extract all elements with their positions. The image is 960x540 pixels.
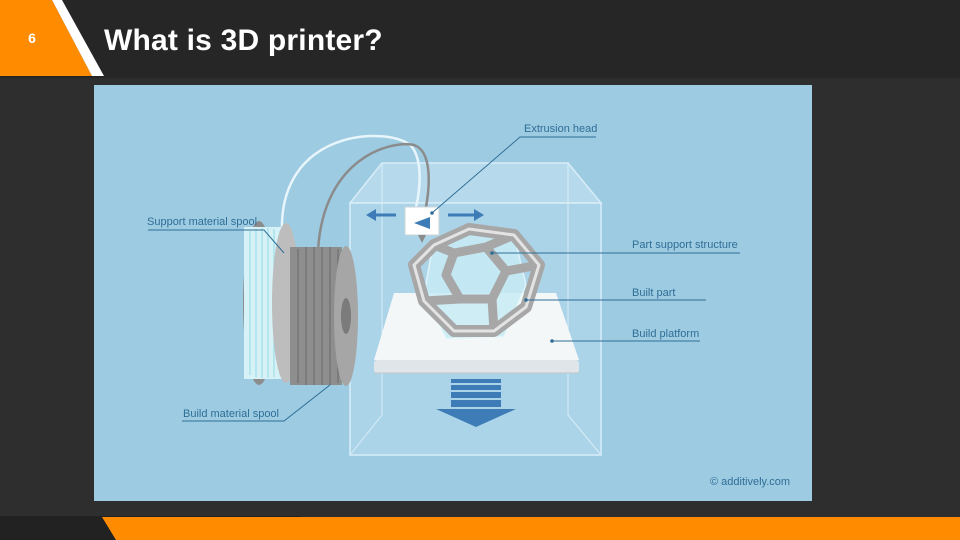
leader-support-spool <box>148 229 285 254</box>
down-arrow-bar <box>451 379 501 383</box>
leader-dot <box>524 298 528 302</box>
build-filament-tube <box>316 143 430 251</box>
down-arrow-bar <box>451 385 501 390</box>
orange-corner-tab <box>0 0 92 76</box>
down-arrow-bar <box>451 400 501 407</box>
leader-dot <box>430 211 434 215</box>
image-credit: © additively.com <box>710 476 790 488</box>
build-platform-front <box>374 360 579 373</box>
label-extrusion-head: Extrusion head <box>524 123 597 135</box>
slide-number: 6 <box>28 30 36 46</box>
label-build-platform: Build platform <box>632 328 699 340</box>
orange-footer-bar <box>102 517 960 540</box>
3d-printer-diagram: Extrusion head Support material spool Pa… <box>94 85 812 501</box>
label-build-material-spool: Build material spool <box>183 408 279 420</box>
built-part-highlight <box>412 227 541 333</box>
enclosure-edge <box>349 414 383 456</box>
right-move-arrow-head <box>474 209 484 221</box>
nozzle <box>418 235 426 243</box>
leader-dot <box>550 339 554 343</box>
down-arrow-bar <box>451 392 501 398</box>
down-arrow-head <box>436 409 516 427</box>
left-move-arrow-head <box>366 209 376 221</box>
enclosure-back <box>348 162 603 204</box>
diagram-canvas: Extrusion head Support material spool Pa… <box>94 85 812 501</box>
build-material-spool <box>290 246 358 386</box>
label-support-material-spool: Support material spool <box>147 216 257 228</box>
label-built-part: Built part <box>632 287 675 299</box>
leader-build-spool <box>182 384 331 422</box>
enclosure-edge <box>567 414 602 456</box>
extrusion-head-arrow <box>414 217 430 229</box>
slide-title: What is 3D printer? <box>104 24 383 57</box>
leader-extrusion-head <box>431 136 596 214</box>
white-corner-stripe <box>52 0 104 76</box>
label-part-support-structure: Part support structure <box>632 239 738 251</box>
support-filament-tube <box>280 134 421 254</box>
leader-dot <box>490 251 494 255</box>
